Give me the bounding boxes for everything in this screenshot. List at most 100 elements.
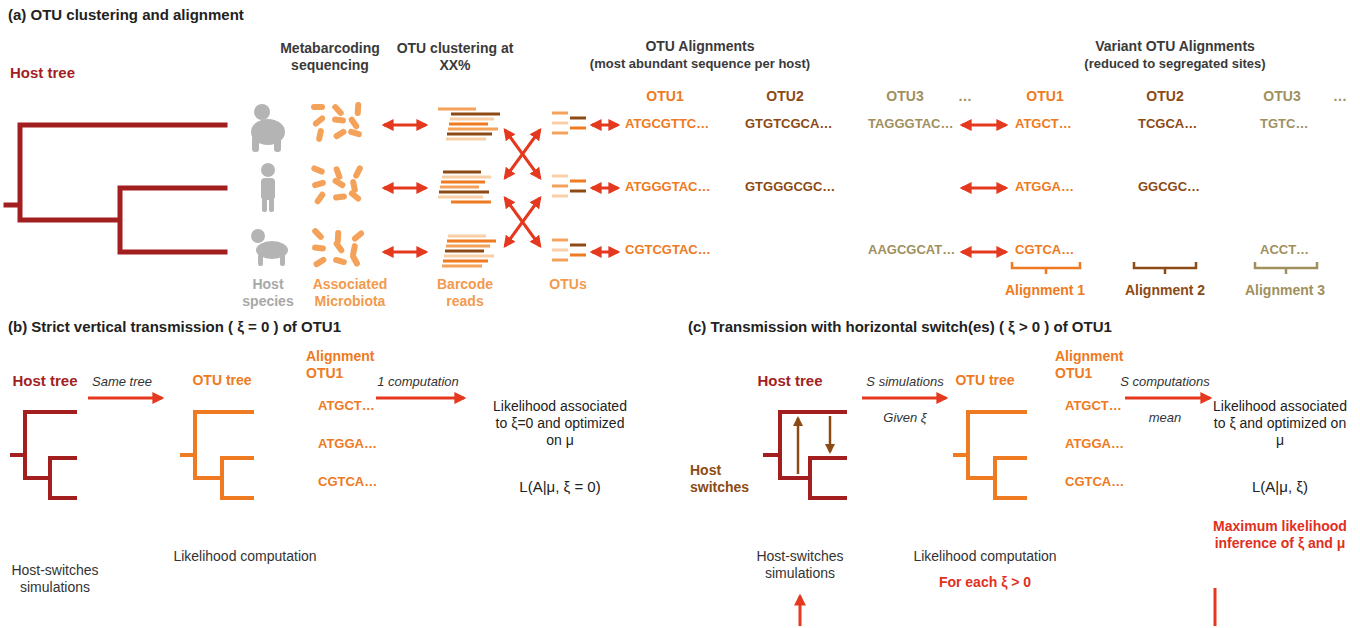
bacterium	[332, 256, 347, 265]
column-heading: Metabarcoding sequencing	[270, 40, 390, 74]
stage-label: Barcode reads	[430, 276, 500, 310]
otu-label: OTU tree	[192, 372, 251, 389]
sequence: ATGCGTTC…	[625, 116, 709, 132]
host-switch-arrows	[798, 416, 830, 474]
arrow-label: 1 computation	[377, 374, 459, 390]
otu-label: OTU3	[886, 88, 923, 105]
arrow-label: S simulations	[866, 374, 943, 390]
otu-read	[570, 244, 586, 247]
bacterium	[349, 252, 361, 267]
panel-heading: (a) OTU clustering and alignment	[8, 6, 244, 24]
sequence: TCGCA…	[1138, 116, 1197, 132]
bacterium	[316, 128, 325, 143]
otu-read	[552, 132, 568, 135]
arrow-label: Given ξ	[883, 410, 926, 426]
bacterium	[312, 244, 327, 252]
arrow-label: S computations	[1120, 374, 1210, 390]
likelihood-text: Likelihood associated to ξ and optimized…	[1210, 398, 1350, 448]
read	[442, 265, 482, 268]
sequence: CGTCA…	[1015, 242, 1074, 258]
otu-read	[552, 239, 568, 242]
host-tree-label: Host tree	[10, 64, 75, 82]
host-species-label: Host species	[228, 276, 308, 310]
step-label: Host-switches simulations	[0, 562, 110, 596]
likelihood-formula: L(A|μ, ξ)	[1252, 478, 1308, 496]
otu-label: Alignment OTU1	[306, 348, 386, 382]
bacterium	[352, 164, 364, 179]
sequence: ATGGGTAC…	[625, 179, 710, 195]
otu-read	[570, 180, 586, 183]
otu-label: OTU tree	[955, 372, 1014, 389]
otu-clusters	[552, 113, 586, 260]
otu-read	[552, 249, 568, 252]
barcode-reads	[438, 109, 500, 266]
read	[438, 196, 483, 199]
result-bar	[1214, 588, 1217, 626]
step-label: Likelihood computation	[173, 548, 316, 565]
bacterium	[314, 191, 327, 206]
read	[443, 260, 488, 263]
read	[438, 108, 476, 111]
otu-read	[570, 117, 586, 120]
sequence: CGTCGTAC…	[625, 242, 711, 258]
sequence: ATGCT…	[1015, 116, 1072, 132]
bacterium	[312, 256, 327, 269]
bacterium	[331, 177, 346, 189]
column-heading: Variant OTU Alignments	[1095, 38, 1255, 55]
otu-label: Alignment 3	[1245, 282, 1325, 299]
otu-read	[552, 175, 568, 178]
bacterium	[351, 229, 366, 243]
otu-label: OTU1	[1026, 88, 1063, 105]
bacterium	[311, 227, 325, 241]
otu-read	[552, 259, 568, 262]
read	[448, 235, 486, 238]
read	[451, 201, 491, 204]
sequence: TGTC…	[1260, 116, 1308, 132]
column-heading: OTU Alignments	[645, 38, 754, 55]
read	[443, 171, 481, 174]
column-subheading: (most abundant sequence per host)	[590, 56, 810, 72]
sequence: ATGGA…	[1065, 436, 1124, 452]
sequence: GGCGC…	[1138, 179, 1200, 195]
otu-label: OTU2	[1146, 88, 1183, 105]
read	[448, 128, 498, 131]
otu-read	[570, 254, 586, 257]
panel-heading: (b) Strict vertical transmission ( ξ = 0…	[8, 318, 341, 336]
otu-read	[552, 185, 568, 188]
read	[445, 250, 484, 253]
otu-label: OTU1	[646, 88, 683, 105]
otu-label: Alignment 1	[1005, 282, 1085, 299]
otu-read	[552, 195, 568, 198]
sequence: CGTCA…	[318, 474, 377, 490]
bacterium	[312, 114, 327, 127]
otu-label: Alignment 2	[1125, 282, 1205, 299]
read	[446, 245, 490, 248]
sequence: CGTCA…	[1065, 474, 1124, 490]
bacterium	[348, 189, 363, 202]
stage-label: OTUs	[549, 276, 586, 293]
bacterium	[347, 128, 362, 138]
read	[447, 240, 496, 243]
read	[441, 181, 485, 184]
brackets	[1012, 262, 1317, 274]
bacterium	[333, 193, 348, 201]
otu-read	[570, 190, 586, 193]
otu-label: …	[1333, 88, 1347, 105]
otu-label: OTU3	[1263, 88, 1300, 105]
bacterium	[311, 179, 326, 189]
process-arrows	[88, 398, 1210, 626]
sequence: ACCT…	[1260, 242, 1309, 258]
sequence: GTGGGCGC…	[745, 179, 835, 195]
highlight-text: For each ξ > 0	[939, 574, 1031, 591]
bacterium	[331, 103, 345, 117]
bacterium	[332, 240, 345, 255]
otu-label: OTU2	[766, 88, 803, 105]
highlight-text: Maximum likelihood inference of ξ and μ	[1185, 518, 1360, 552]
sequence: AAGCGCAT…	[868, 242, 955, 258]
bacterium	[332, 116, 347, 124]
sequence: ATGGA…	[318, 436, 377, 452]
arrow-label: Same tree	[92, 374, 152, 390]
host-switch-label: Host switches	[690, 462, 760, 496]
read	[444, 255, 494, 258]
column-heading: OTU clustering at XX%	[395, 40, 515, 74]
